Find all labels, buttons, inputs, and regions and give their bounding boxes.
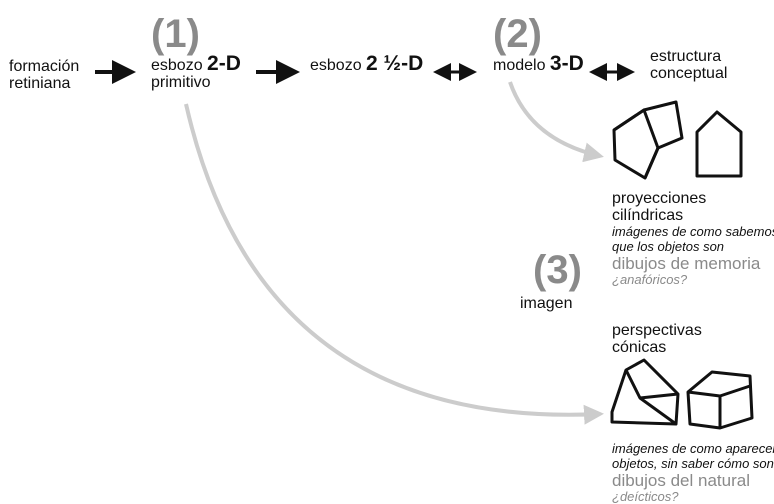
- conicas-tag: ¿deícticos?: [612, 489, 679, 504]
- stage-esbozo-2d-strong: 2-D: [207, 52, 241, 75]
- house-elevation-icon: [695, 110, 743, 178]
- curve-2d-to-conicas: [184, 103, 604, 425]
- step-number-1: (1): [151, 12, 200, 56]
- stage-esbozo-25d: esbozo 2 ½-D: [310, 52, 424, 75]
- curve-3d-to-cilindricas: [508, 81, 604, 163]
- stage-esbozo-2d-prefix: esbozo: [151, 57, 208, 74]
- stage-modelo-3d-strong: 3-D: [549, 52, 584, 75]
- cilindricas-tag: ¿anafóricos?: [612, 272, 688, 287]
- house-box-icon: [686, 370, 754, 430]
- conicas-title: perspectivas cónicas: [612, 322, 702, 356]
- stage-formacion-line2: retiniana: [9, 75, 71, 92]
- conicas-desc-block: imágenes de como aparecen los objetos, s…: [612, 441, 774, 504]
- stage-esbozo-2d: esbozo 2-D primitivo: [151, 52, 241, 91]
- cilindricas-title-line2: cilíndricas: [612, 207, 684, 224]
- cilindricas-block: proyecciones cilíndricas imágenes de com…: [612, 190, 774, 287]
- stage-estructura-line1: estructura: [650, 48, 722, 65]
- step-number-3: (3): [533, 248, 582, 292]
- imagen-label: imagen: [520, 295, 573, 312]
- cilindricas-desc-line2: que los objetos son: [612, 239, 725, 254]
- conicas-title-line1: perspectivas: [612, 322, 702, 339]
- conicas-desc-line2: objetos, sin saber cómo son: [612, 456, 774, 471]
- step-number-2: (2): [493, 12, 542, 56]
- stage-modelo-3d: modelo 3-D: [493, 52, 584, 75]
- cilindricas-title-line1: proyecciones: [612, 190, 707, 207]
- house-isometric-icon: [612, 100, 684, 180]
- stage-esbozo-25d-prefix: esbozo: [310, 57, 367, 74]
- stage-modelo-3d-prefix: modelo: [493, 57, 550, 74]
- stage-esbozo-25d-strong: 2 ½-D: [366, 52, 424, 75]
- cilindricas-desc-line1: imágenes de como sabemos: [612, 224, 774, 239]
- stage-formacion-line1: formación: [9, 58, 80, 75]
- conicas-desc-line1: imágenes de como aparecen los: [612, 441, 774, 456]
- conicas-kind: dibujos del natural: [612, 471, 750, 490]
- conicas-title-line2: cónicas: [612, 339, 667, 356]
- stage-formacion-retiniana: formación retiniana: [9, 58, 79, 92]
- cilindricas-kind: dibujos de memoria: [612, 254, 761, 273]
- stage-estructura-conceptual: estructura conceptual: [650, 48, 727, 82]
- stage-esbozo-2d-line2: primitivo: [151, 74, 211, 91]
- house-perspective-icon: [610, 358, 680, 426]
- stage-estructura-line2: conceptual: [650, 65, 728, 82]
